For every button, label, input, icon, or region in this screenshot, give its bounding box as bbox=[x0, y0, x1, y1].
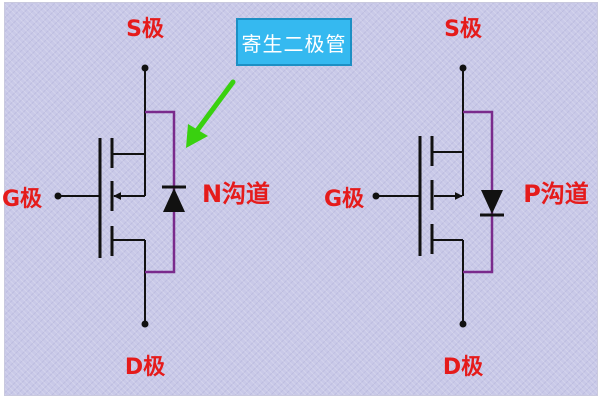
gate-terminal bbox=[372, 136, 422, 256]
source-lead bbox=[459, 64, 467, 152]
n-channel-mosfet-symbol: S极 G极 D极 N沟道 bbox=[2, 17, 270, 380]
source-lead bbox=[141, 64, 149, 154]
green-arrow-icon bbox=[186, 79, 236, 148]
source-label: S极 bbox=[126, 17, 165, 42]
gate-terminal bbox=[54, 138, 102, 258]
gate-label: G极 bbox=[2, 187, 43, 212]
diode-cathode-up-icon bbox=[162, 185, 186, 212]
drain-lead bbox=[459, 240, 467, 328]
diode-cathode-down-icon bbox=[480, 190, 504, 217]
drain-label: D极 bbox=[443, 355, 484, 380]
callout-text: 寄生二极管 bbox=[241, 31, 347, 56]
parasitic-diode-path bbox=[145, 110, 176, 274]
gate-label: G极 bbox=[324, 187, 365, 212]
drain-lead bbox=[141, 240, 149, 328]
drain-label: D极 bbox=[125, 355, 166, 380]
parasitic-diode-callout: 寄生二极管 bbox=[236, 18, 352, 66]
channel-label: P沟道 bbox=[523, 180, 589, 208]
channel-label: N沟道 bbox=[202, 180, 270, 208]
source-label: S极 bbox=[444, 17, 483, 42]
p-channel-mosfet-symbol: S极 G极 D极 P沟道 bbox=[324, 17, 589, 380]
